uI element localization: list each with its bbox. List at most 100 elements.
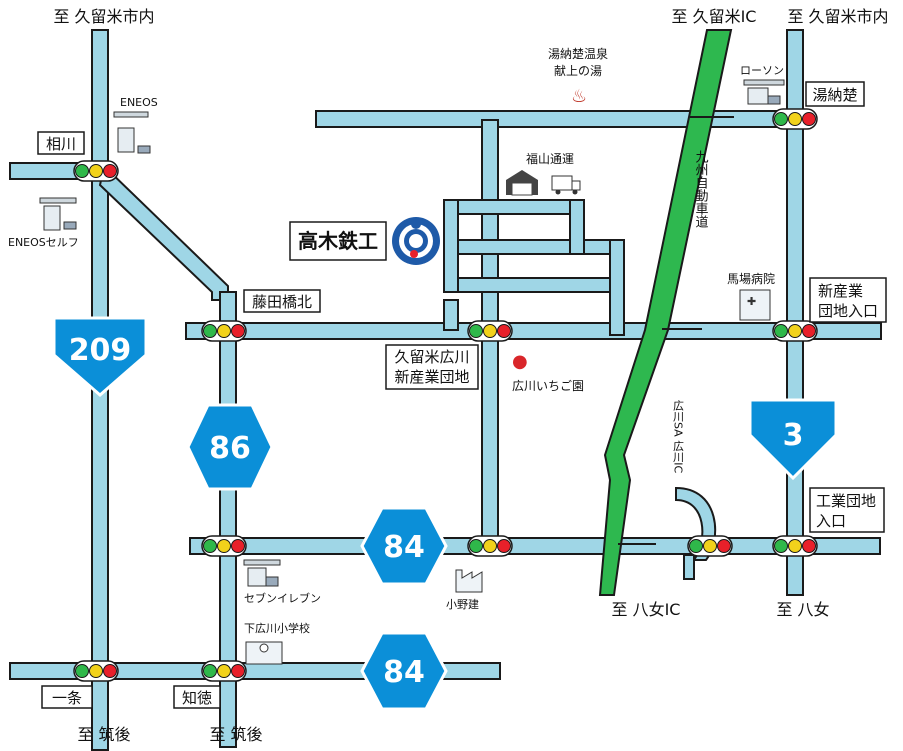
route-84-number-north: 84: [383, 530, 425, 565]
signal-lamp: [483, 324, 497, 338]
route-209-sign: [52, 316, 148, 397]
signal-lamp: [774, 539, 788, 553]
road-estate-3: [443, 277, 625, 293]
signal-lamp: [497, 324, 511, 338]
road-estate-2: [443, 239, 625, 255]
gas-station-icon: [113, 111, 151, 154]
dir-top-right: 至 久留米市内: [787, 7, 888, 26]
signal-lamp: [203, 664, 217, 678]
traffic-signal-aikawa: [73, 160, 119, 182]
signal-lamp: [802, 539, 816, 553]
signal-lamp: [89, 664, 103, 678]
signal-lamp: [231, 539, 245, 553]
signal-lamp: [231, 324, 245, 338]
road-network: [9, 29, 882, 751]
route-signs: 209 86 84 84 3: [52, 316, 838, 711]
seven-label: セブンイレブン: [244, 591, 321, 605]
signal-lamp: [497, 539, 511, 553]
eneos-label: ENEOS: [120, 96, 158, 109]
route-84-sign-north: [360, 506, 448, 586]
road-estate-7: [443, 299, 459, 331]
signal-lamp: [717, 539, 731, 553]
fujita-box: [243, 289, 321, 313]
road-diagonal: [98, 164, 229, 301]
route-86-number: 86: [209, 431, 251, 466]
signal-lamp: [203, 324, 217, 338]
traffic-signal-west-84: [201, 535, 247, 557]
traffic-signal-ic: [687, 535, 733, 557]
kogyo-box: [809, 487, 885, 533]
yunoki-box: [805, 81, 865, 107]
signal-lamp: [203, 539, 217, 553]
traffic-signal-fujita: [201, 320, 247, 342]
traffic-signals: [73, 108, 818, 682]
signal-lamp: [483, 539, 497, 553]
road-estate-6: [609, 239, 625, 336]
signal-lamp: [217, 324, 231, 338]
school-label: 下広川小学校: [244, 621, 310, 635]
route-84-number-south: 84: [383, 655, 425, 690]
traffic-signal-shinsangyo: [772, 320, 818, 342]
traffic-signal-yunoki: [772, 108, 818, 130]
signal-lamp: [75, 664, 89, 678]
baba-label: 馬場病院: [727, 271, 775, 286]
signal-lamp: [802, 112, 816, 126]
signal-lamp: [103, 164, 117, 178]
signal-lamp: [802, 324, 816, 338]
fujita-label: 藤田橋北: [252, 293, 312, 311]
hirokawa-box: [385, 344, 479, 390]
traffic-signal-chitoku: [201, 660, 247, 682]
aikawa-box: [37, 131, 85, 155]
route-84-sign-south: [360, 631, 448, 711]
expressway-road: [598, 29, 733, 596]
onoken-label: 小野建: [446, 597, 479, 611]
intersection-labels: 相川 藤田橋北 久留米広川 新産業団地 湯納楚 新産業 団地入口 工業団地 入口…: [37, 81, 887, 709]
route-209-number: 209: [69, 333, 132, 368]
road-ic-spur: [683, 554, 695, 580]
eneos-self-label: ENEOSセルフ: [8, 236, 79, 249]
overpass-marks: [618, 116, 734, 545]
strawberry-icon: ●: [512, 351, 528, 372]
convenience-store-icon: [743, 79, 785, 105]
svg-text:✚: ✚: [747, 295, 756, 308]
dir-top-left: 至 久留米市内: [53, 7, 154, 26]
factory-icon: [455, 569, 483, 593]
onsen-label-1: 湯納楚温泉: [548, 47, 608, 61]
signal-lamp: [89, 164, 103, 178]
signal-lamp: [469, 324, 483, 338]
road-estate-4: [443, 199, 459, 293]
sa-ic-label: 広川SA 広川IC: [672, 400, 685, 474]
signal-lamp: [703, 539, 717, 553]
hospital-icon: ✚: [739, 289, 771, 321]
shinsangyo-label-1: 新産業: [818, 282, 863, 300]
kogyo-label-1: 工業団地: [816, 492, 876, 510]
dir-yame-ic: 至 八女IC: [612, 600, 681, 619]
hot-spring-icon: ♨: [571, 86, 587, 107]
hirokawa-label-2: 新産業団地: [394, 368, 469, 386]
expressway: 九州自動車道 広川SA 広川IC: [598, 29, 733, 596]
signal-lamp: [217, 539, 231, 553]
traffic-signal-kogyo: [772, 535, 818, 557]
signal-lamp: [231, 664, 245, 678]
shinsangyo-box: [809, 277, 887, 323]
route-3-sign: [748, 398, 838, 481]
warehouse-icon: [506, 170, 538, 196]
signal-lamp: [774, 324, 788, 338]
gas-station-self-icon: [39, 197, 77, 231]
traffic-signal-hirokawa: [467, 320, 513, 342]
road-estate-5: [569, 199, 585, 255]
kogyo-label-2: 入口: [816, 512, 846, 530]
company-marker: 高木鉄工: [289, 217, 440, 265]
school-icon: [245, 641, 283, 665]
route-3-number: 3: [783, 418, 804, 453]
chitoku-label: 知徳: [182, 689, 212, 707]
traffic-signal-ichijo: [73, 660, 119, 682]
landmarks: ENEOS ENEOSセルフ 湯納楚温泉 献上の湯 ♨ 福山通運 ローソ: [8, 47, 785, 665]
ichijo-label: 一条: [52, 689, 82, 707]
dir-top-ic: 至 久留米IC: [672, 7, 757, 26]
fukuyama-label: 福山通運: [526, 151, 574, 166]
traffic-signal-onoken: [467, 535, 513, 557]
chitoku-box: [173, 685, 221, 709]
signal-lamp: [469, 539, 483, 553]
